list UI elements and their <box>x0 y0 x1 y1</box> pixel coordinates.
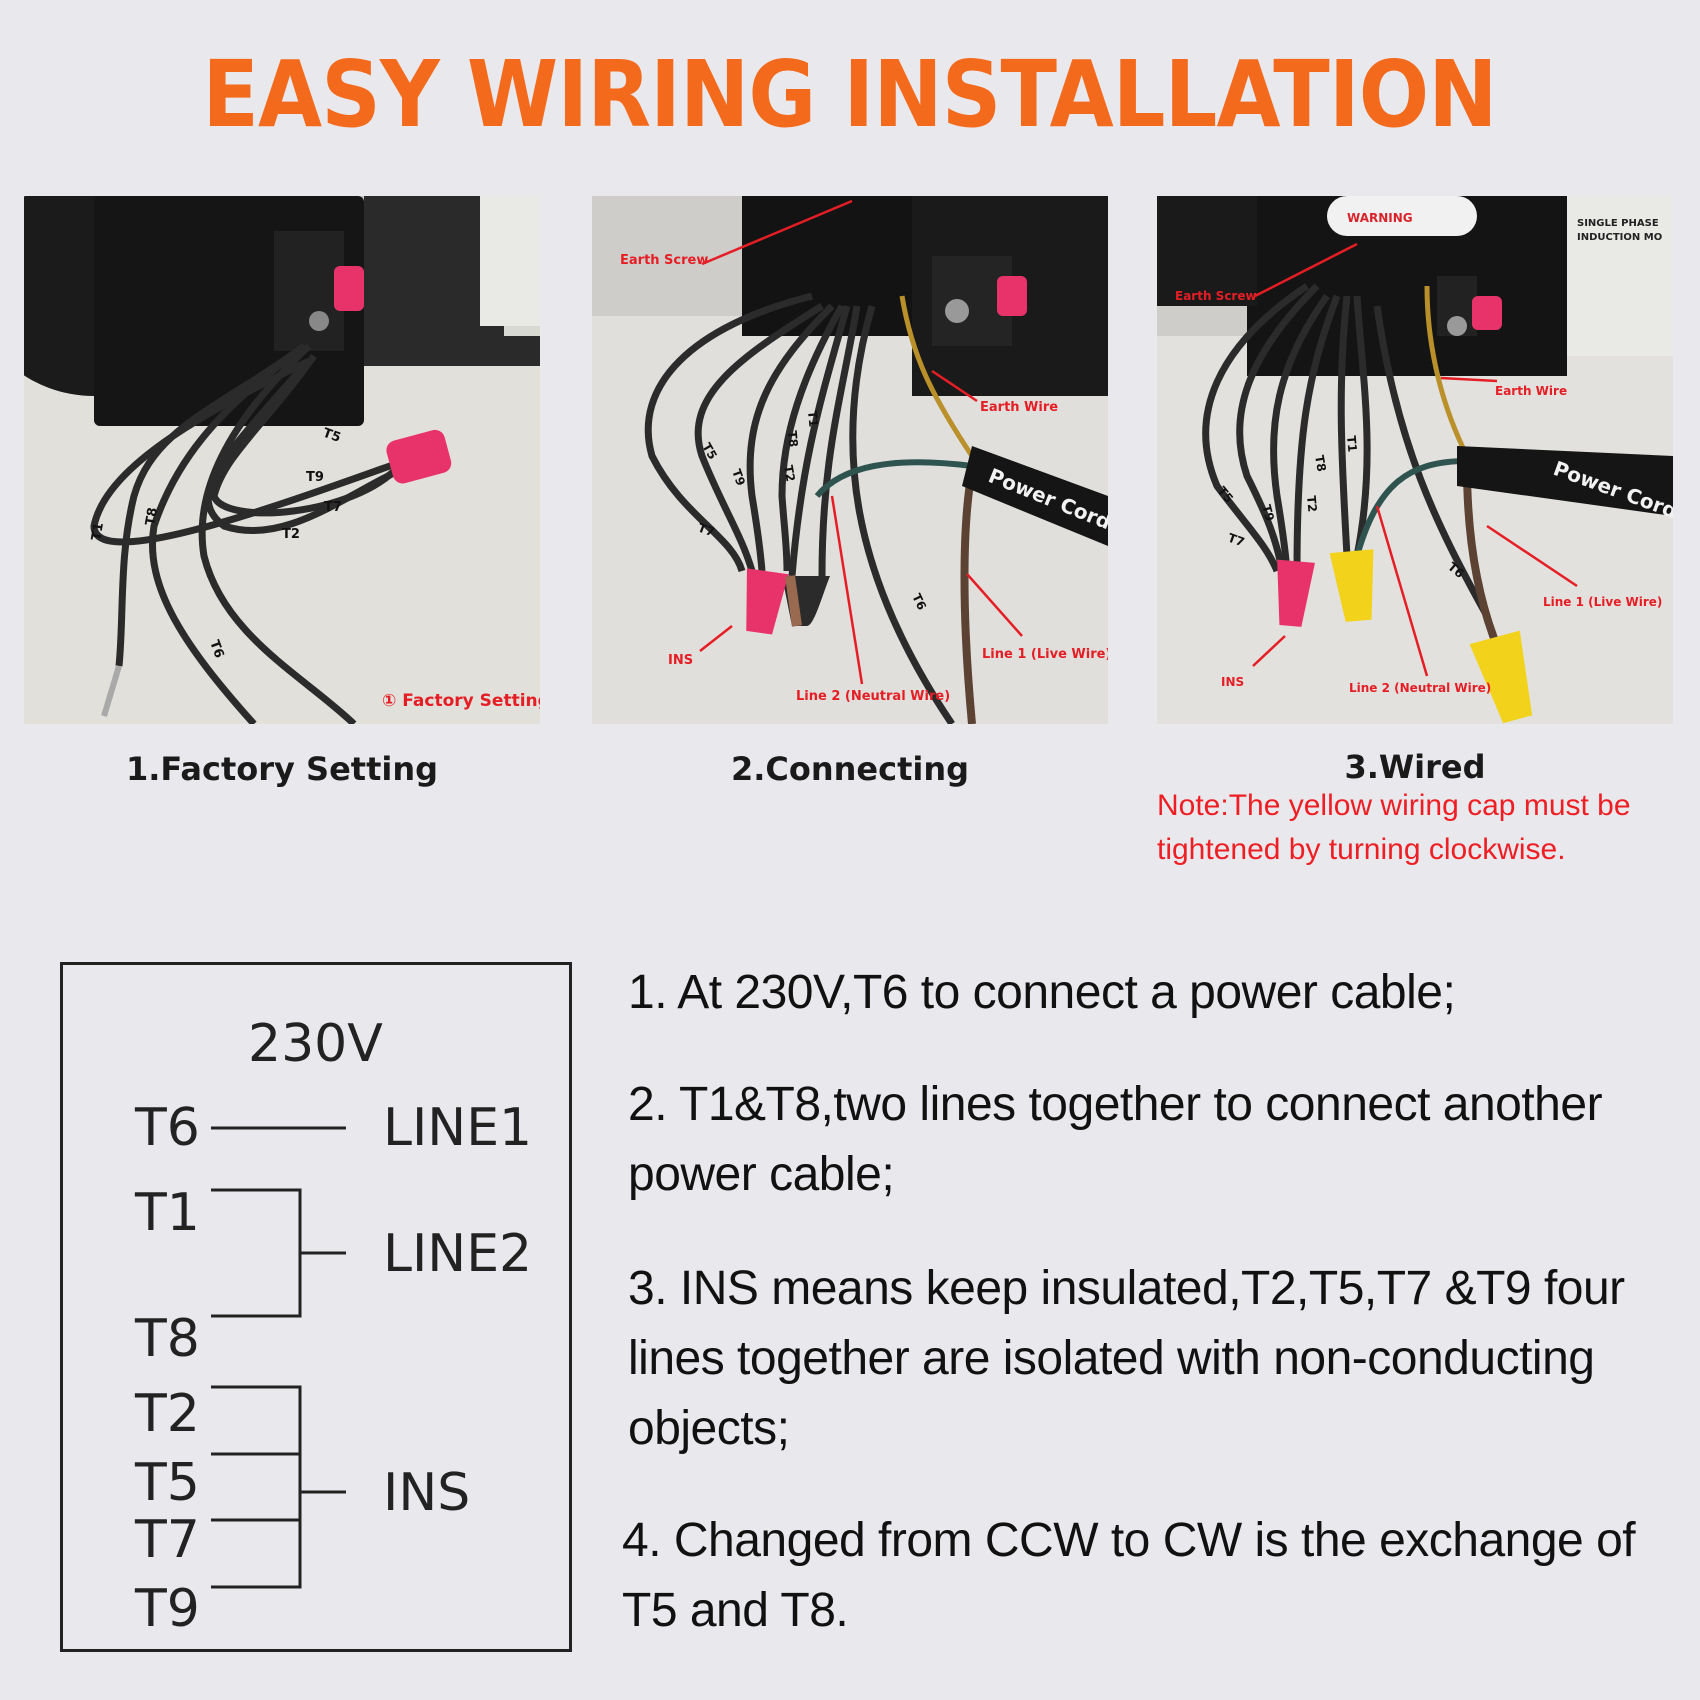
pink-cap-top <box>334 266 364 311</box>
caption-wired: 3.Wired <box>1344 748 1486 786</box>
factory-setting-illustration: T5 T9 T7 T2 T1 T8 T6 ① Factory Setting <box>24 196 540 724</box>
label-line1: Line 1 (Live Wire) <box>1543 595 1662 609</box>
wiring-diagram-box: 230V T6 LINE1 T1 T8 LINE2 T2 T5 T7 T9 IN… <box>60 962 572 1652</box>
yellow-wire-cap-line2 <box>1329 549 1374 622</box>
label-t8: T8 <box>1312 454 1329 473</box>
motor-nameplate <box>1567 196 1673 356</box>
label-factory-setting: ① Factory Setting <box>382 691 540 711</box>
label-t1: T1 <box>1344 435 1359 453</box>
label-line2: Line 2 (Neutral Wire) <box>796 689 950 704</box>
label-t7: T7 <box>696 521 716 540</box>
pink-wire-cap <box>1277 559 1315 627</box>
terminal-t5: T5 <box>134 1453 200 1513</box>
earth-screw-arrow <box>701 199 853 266</box>
label-t1: T1 <box>89 521 107 541</box>
motor-nameplate <box>480 196 540 326</box>
label-t5: T5 <box>321 426 343 446</box>
label-warning: WARNING <box>1347 211 1413 225</box>
label-t9: T9 <box>1259 503 1277 523</box>
wiring-cap-note: Note:The yellow wiring cap must be tight… <box>1157 789 1631 866</box>
label-t6: T6 <box>909 591 929 612</box>
connecting-illustration: Power Cord T5 T9 T7 T2 T8 T1 T6 Earth Sc… <box>592 196 1108 724</box>
label-t8: T8 <box>785 430 800 448</box>
caption-factory-setting: 1.Factory Setting <box>125 750 439 788</box>
terminal-t1: T1 <box>134 1183 200 1243</box>
label-line2: Line 2 (Neutral Wire) <box>1349 681 1491 695</box>
label-earth-screw: Earth Screw <box>1175 289 1257 303</box>
wired-illustration: WARNING SINGLE PHASE INDUCTION MO Power … <box>1157 196 1673 724</box>
label-ins: INS <box>668 653 693 668</box>
pink-wire-cap <box>746 568 789 635</box>
pink-wire-cap <box>386 429 452 484</box>
label-t6: T6 <box>206 638 226 660</box>
label-t2: T2 <box>1304 495 1319 513</box>
bracket-ins <box>211 1385 346 1589</box>
power-cord-sheath <box>1457 446 1673 516</box>
photo-wired: WARNING SINGLE PHASE INDUCTION MO Power … <box>1157 196 1673 724</box>
label-ins: INS <box>1221 675 1244 689</box>
bracket-line2 <box>211 1188 346 1318</box>
photo-connecting: Power Cord T5 T9 T7 T2 T8 T1 T6 Earth Sc… <box>592 196 1108 724</box>
diagram-voltage: 230V <box>248 1014 383 1074</box>
label-induction: INDUCTION MO <box>1577 232 1662 243</box>
label-single-phase: SINGLE PHASE <box>1577 218 1659 229</box>
page-title: EASY WIRING INSTALLATION <box>202 41 1497 148</box>
diagram-line2: LINE2 <box>383 1224 532 1284</box>
label-t1: T1 <box>805 410 820 428</box>
wiring-diagram: 230V T6 LINE1 T1 T8 LINE2 T2 T5 T7 T9 IN… <box>134 1014 532 1639</box>
label-t2: T2 <box>781 464 798 483</box>
step-4: 4. Changed from CCW to CW is the exchang… <box>622 1514 1636 1637</box>
warning-sticker <box>1327 196 1477 236</box>
photo-factory-setting: T5 T9 T7 T2 T1 T8 T6 ① Factory Setting <box>24 196 540 724</box>
label-t7: T7 <box>1226 531 1246 550</box>
terminal-t6: T6 <box>134 1098 200 1158</box>
label-t8: T8 <box>143 506 161 526</box>
step-3: 3. INS means keep insulated,T2,T5,T7 &T9… <box>628 1262 1625 1455</box>
caption-connecting: 2.Connecting <box>730 750 970 788</box>
terminal-t2: T2 <box>134 1384 200 1444</box>
label-earth-wire: Earth Wire <box>1495 384 1567 398</box>
step-1: 1. At 230V,T6 to connect a power cable; <box>628 966 1456 1019</box>
label-t9: T9 <box>306 470 324 485</box>
diagram-ins: INS <box>383 1463 470 1523</box>
power-cord-sheath <box>962 446 1108 546</box>
terminal-t7: T7 <box>134 1510 200 1570</box>
label-t2: T2 <box>282 527 300 542</box>
label-line1: Line 1 (Live Wire) <box>982 647 1108 662</box>
label-t7: T7 <box>324 500 342 515</box>
diagram-line1: LINE1 <box>383 1098 532 1158</box>
label-earth-wire: Earth Wire <box>980 400 1058 415</box>
step-2: 2. T1&T8,two lines together to connect a… <box>628 1078 1603 1201</box>
label-t9: T9 <box>729 467 748 487</box>
terminal-t9: T9 <box>134 1579 200 1639</box>
yellow-wire-cap-line1 <box>1469 630 1533 724</box>
terminal-t8: T8 <box>134 1309 200 1369</box>
earth-wire-arrow <box>931 369 978 403</box>
label-earth-screw: Earth Screw <box>620 253 708 268</box>
